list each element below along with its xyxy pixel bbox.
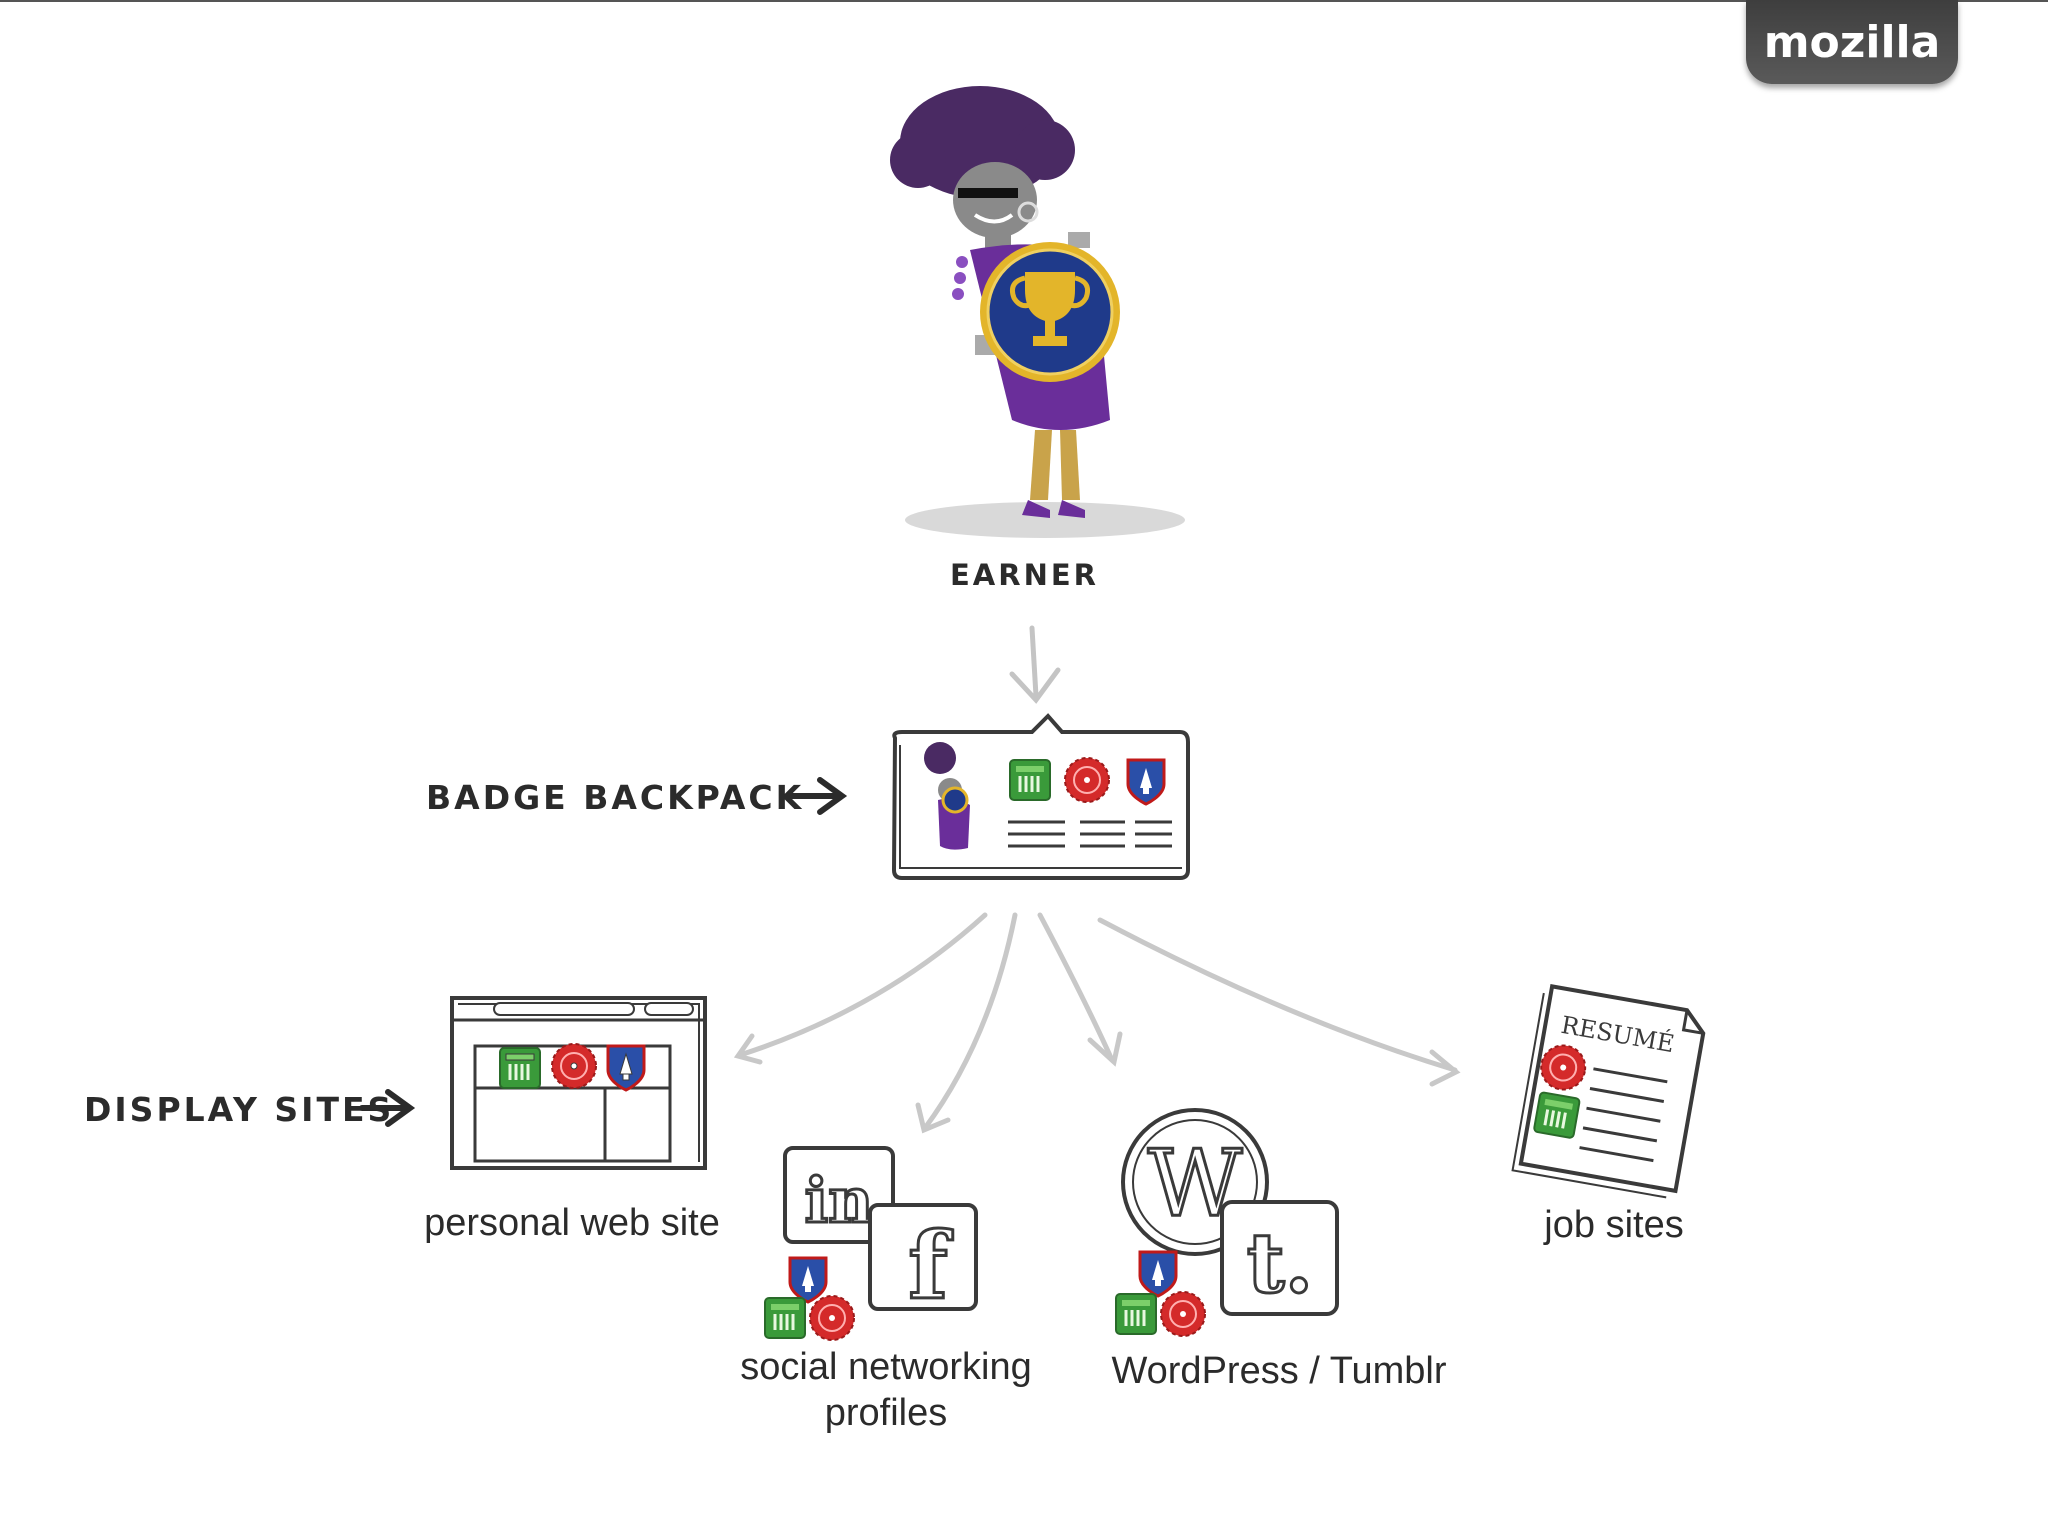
job-sites-label: job sites [1544, 1204, 1684, 1246]
distribution-arrows [733, 912, 1461, 1134]
facebook-icon: f [868, 1203, 978, 1322]
earner-to-backpack-arrow [1009, 625, 1061, 704]
trophy-medal-icon [980, 242, 1120, 382]
tumblr-glyph: t. [1247, 1216, 1313, 1312]
linkedin-icon: in [783, 1146, 895, 1244]
top-border [0, 0, 2048, 2]
social-badges [763, 1256, 855, 1341]
badge-backpack-label: BADGE BACKPACK [426, 778, 805, 817]
social-networking-line2: profiles [824, 1392, 948, 1434]
display-sites-label: DISPLAY SITES [84, 1090, 395, 1129]
badge-backpack-card [891, 713, 1190, 880]
facebook-glyph: f [908, 1212, 953, 1320]
earner-figure [890, 86, 1185, 538]
linkedin-glyph: in [805, 1164, 874, 1237]
wordpress-badges [1114, 1250, 1206, 1337]
earner-label: EARNER [950, 558, 1099, 592]
backpack-label-arrow [789, 777, 848, 815]
display-label-arrow [359, 1089, 416, 1127]
social-networking-label: social networking profiles [706, 1344, 1066, 1436]
tumblr-icon: t. [1220, 1200, 1339, 1316]
personal-website-icon [450, 996, 707, 1170]
wordpress-tumblr-label: WordPress / Tumblr [1111, 1350, 1447, 1392]
personal-web-site-label: personal web site [424, 1202, 720, 1244]
resume-icon: RESUMÉ [1511, 984, 1706, 1199]
social-networking-line1: social networking [740, 1346, 1032, 1388]
mozilla-logo: mozilla [1746, 0, 1958, 84]
